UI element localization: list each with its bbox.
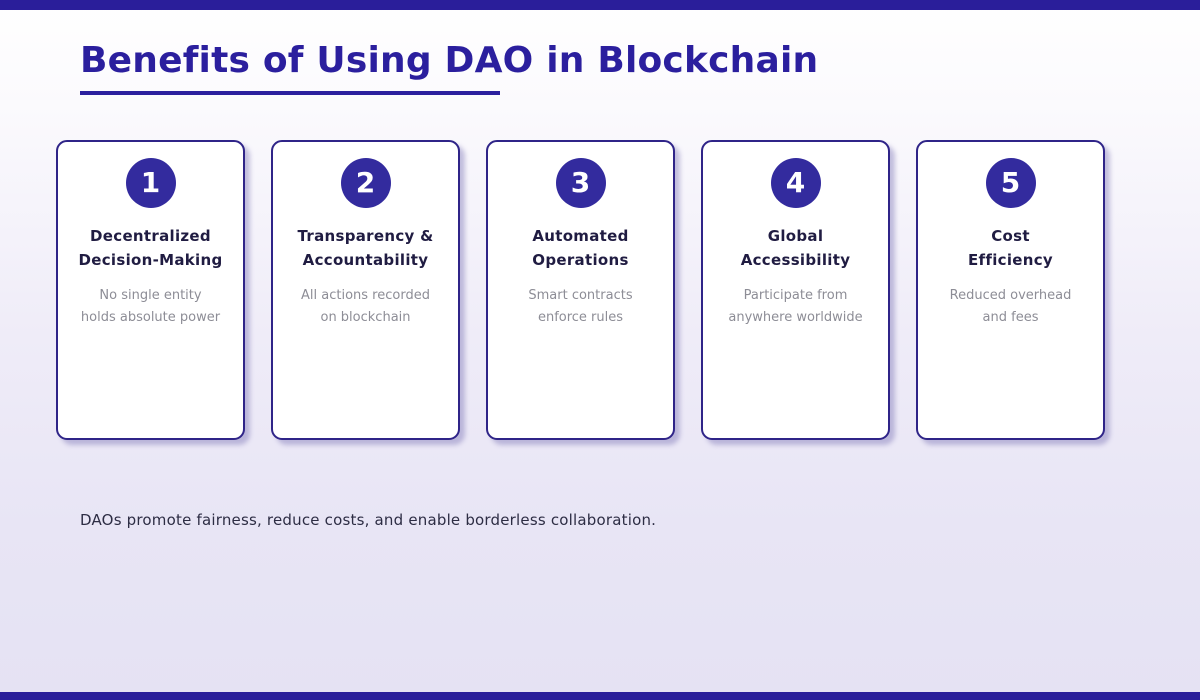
step-number-badge: 2 (340, 158, 391, 208)
card-title: Decentralized Decision-Making (58, 224, 243, 272)
page-title: Benefits of Using DAO in Blockchain (80, 40, 819, 81)
step-number-badge: 5 (985, 158, 1036, 208)
card-title-line: Automated (532, 227, 629, 245)
card-description-line: No single entity (99, 288, 202, 303)
card-title-line: Accountability (302, 251, 429, 269)
card-title: Global Accessibility (703, 224, 888, 272)
card-description-line: on blockchain (320, 310, 411, 325)
card-description-line: enforce rules (537, 310, 624, 325)
step-number-badge: 1 (125, 158, 176, 208)
card-description: Reduced overhead and fees (918, 285, 1103, 329)
card-title-line: Transparency & (297, 227, 434, 245)
card-description-line: All actions recorded (301, 288, 430, 303)
card-title-line: Decision-Making (78, 251, 223, 269)
card-description: No single entity holds absolute power (58, 285, 243, 329)
benefit-card-2: 2 Transparency & Accountability All acti… (271, 140, 460, 440)
card-title-line: Operations (532, 251, 629, 269)
benefit-card-1: 1 Decentralized Decision-Making No singl… (56, 140, 245, 440)
title-underline (80, 91, 500, 95)
card-description-line: Reduced overhead (949, 288, 1072, 303)
step-number-badge: 4 (770, 158, 821, 208)
step-number-badge: 3 (555, 158, 606, 208)
card-title: Automated Operations (488, 224, 673, 272)
card-title-line: Global (767, 227, 824, 245)
card-description: Participate from anywhere worldwide (703, 285, 888, 329)
card-title-line: Decentralized (90, 227, 211, 245)
benefit-card-5: 5 Cost Efficiency Reduced overhead and f… (916, 140, 1105, 440)
card-title: Transparency & Accountability (273, 224, 458, 272)
card-title-line: Efficiency (968, 251, 1053, 269)
card-description-line: holds absolute power (80, 310, 221, 325)
card-title: Cost Efficiency (918, 224, 1103, 272)
benefit-card-3: 3 Automated Operations Smart contracts e… (486, 140, 675, 440)
benefit-cards-row: 1 Decentralized Decision-Making No singl… (56, 140, 1105, 440)
card-description: All actions recorded on blockchain (273, 285, 458, 329)
card-description-line: anywhere worldwide (728, 310, 863, 325)
card-description: Smart contracts enforce rules (488, 285, 673, 329)
card-title-line: Accessibility (740, 251, 851, 269)
card-title-line: Cost (991, 227, 1030, 245)
card-description-line: Participate from (743, 288, 848, 303)
benefit-card-4: 4 Global Accessibility Participate from … (701, 140, 890, 440)
card-description-line: Smart contracts (528, 288, 633, 303)
card-description-line: and fees (982, 310, 1039, 325)
bottom-accent-bar (0, 692, 1200, 700)
summary-text: DAOs promote fairness, reduce costs, and… (80, 511, 657, 529)
top-accent-bar (0, 0, 1200, 10)
